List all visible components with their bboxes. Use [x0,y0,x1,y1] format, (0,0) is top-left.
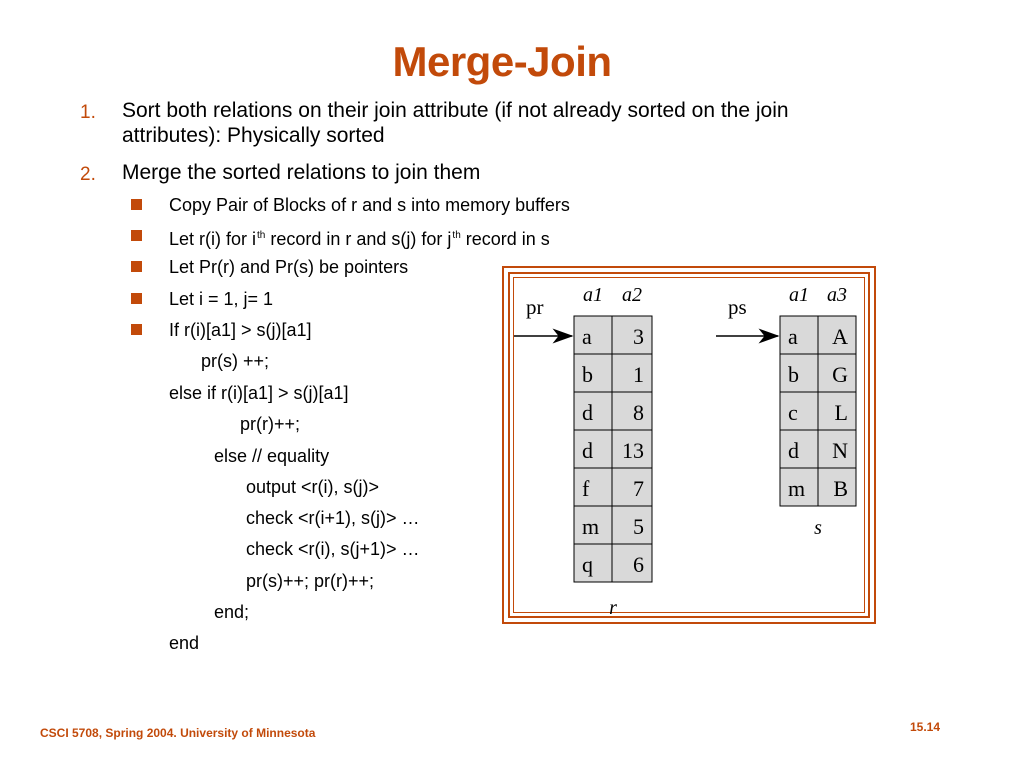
footer-page-number: 15.14 [910,720,941,734]
relation-r-value: 3 [633,324,644,349]
bullet-let-r-s: Let r(i) for ith record in r and s(j) fo… [169,225,550,250]
bullet-square-icon [131,293,142,304]
relation-r-cell [611,543,653,583]
relation-r-value: f [582,476,590,501]
step-number-1: 1. [80,102,96,123]
relation-r-cell [611,391,653,431]
relation-r-cell [573,353,613,393]
bullet-let-r-s-part-a: Let r(i) for i [169,229,257,249]
relation-s-value: G [832,362,848,387]
code-line-3: pr(r)++; [240,414,301,434]
superscript-th: th [257,230,266,241]
relation-s-value: L [835,400,848,425]
relation-r-value: 13 [622,438,644,463]
relation-s-cell [779,353,819,393]
figure-frame-inner [513,277,865,613]
relation-s-value: b [788,362,799,387]
bullet-let-r-s-part-c: record in s [460,229,550,249]
relation-r-value: 8 [633,400,644,425]
relation-r-header-a1: a1 [583,284,603,306]
bullet-square-icon [131,261,142,272]
relation-r-header-a2: a2 [622,284,642,306]
relation-r-value: d [582,400,593,425]
relation-s-cell [779,429,819,469]
relation-s-cell [779,391,819,431]
relation-r-pointer-label: pr [526,295,544,319]
relation-s-cell [817,467,857,507]
code-line-2: else if r(i)[a1] > s(j)[a1] [169,383,349,403]
relation-s-cell [817,429,857,469]
relation-r-value: m [582,514,599,539]
bullet-square-icon [131,324,142,335]
superscript-th: th [452,230,461,241]
relation-s-value: a [788,324,798,349]
relation-s-cell [817,391,857,431]
relation-r-cell [611,429,653,469]
step-1-line-2: attributes): Physically sorted [122,124,385,147]
code-line-6: check <r(i+1), s(j)> … [246,508,420,528]
code-line-9: end; [214,602,250,622]
relation-s-value: c [788,400,798,425]
relation-r-cell [611,505,653,545]
code-line-4: else // equality [214,446,330,466]
figure-frame [508,272,870,618]
relation-s-pointer-label: ps [728,295,747,319]
bullet-pointers: Let Pr(r) and Pr(s) be pointers [169,257,409,277]
code-line-8: pr(s)++; pr(r)++; [246,571,375,591]
relation-s-relation-label: s [814,517,822,539]
relation-r-value: 5 [633,514,644,539]
relation-r-cell [573,391,613,431]
code-line-5: output <r(i), s(j)> [246,477,380,497]
relation-r-cell [573,543,613,583]
bullet-square-icon [131,230,142,241]
relation-r-cell [611,467,653,507]
slide-title: Merge-Join [392,38,612,85]
relation-s-value: d [788,438,799,463]
relation-s-cell [779,467,819,507]
relation-r-cell [611,315,653,355]
bullet-copy-blocks: Copy Pair of Blocks of r and s into memo… [169,195,570,215]
relation-r-cell [611,353,653,393]
code-line-10: end [169,633,200,653]
relation-r-value: d [582,438,593,463]
bullet-let-r-s-part-b: record in r and s(j) for j [265,229,452,249]
relation-s-cell [817,353,857,393]
bullet-if-condition: If r(i)[a1] > s(j)[a1] [169,320,312,340]
relation-r-value: 1 [633,362,644,387]
code-line-7: check <r(i), s(j+1)> … [246,539,420,559]
relation-r-cell [573,315,613,355]
relation-r-value: a [582,324,592,349]
bullet-square-icon [131,199,142,210]
relation-s-header-a3: a3 [827,284,847,306]
relation-r-relation-label: r [609,597,617,619]
relation-s-header-a1: a1 [789,284,809,306]
step-number-2: 2. [80,164,96,185]
relation-s-cell [817,315,857,355]
relation-s-value: B [833,476,848,501]
relation-s-value: m [788,476,805,501]
relation-s-value: A [832,324,848,349]
relation-r-cell [573,467,613,507]
code-line-1: pr(s) ++; [201,351,270,371]
bullet-init-ij: Let i = 1, j= 1 [169,289,274,309]
relation-r-value: 7 [633,476,644,501]
relation-s-value: N [832,438,848,463]
step-1-line-1: Sort both relations on their join attrib… [122,99,789,122]
step-2-line-1: Merge the sorted relations to join them [122,161,481,184]
relation-s-cell [779,315,819,355]
relation-r-value: q [582,552,593,577]
relation-r-value: 6 [633,552,644,577]
relation-r-cell [573,429,613,469]
footer-course: CSCI 5708, Spring 2004. University of Mi… [40,726,316,740]
relation-r-value: b [582,362,593,387]
